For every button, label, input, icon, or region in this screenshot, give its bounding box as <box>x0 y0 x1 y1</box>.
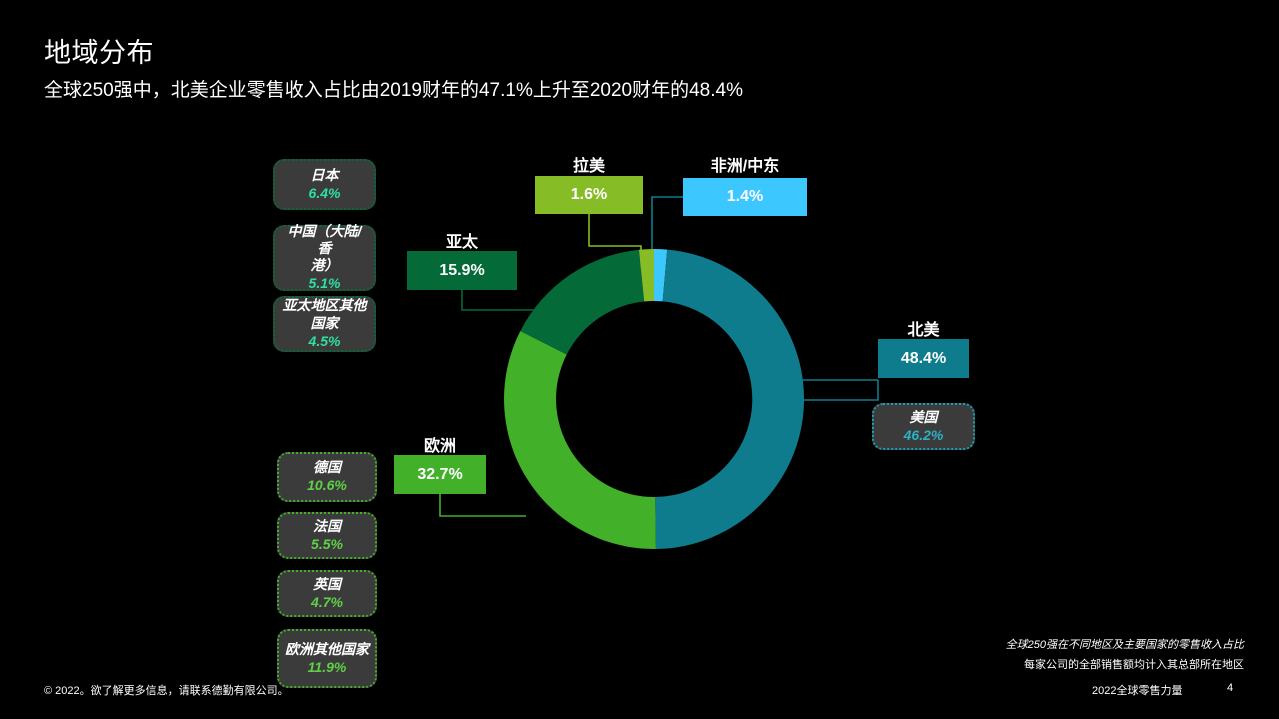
page-number: 4 <box>1227 682 1234 694</box>
callout-value-asia-pacific: 15.9% <box>407 251 517 290</box>
donut-slice-africa-middle-east <box>654 249 668 302</box>
page-title: 地域分布 <box>44 38 154 68</box>
subbox-japan: 日本 6.4% <box>273 159 376 210</box>
subbox-china-label-line1: 中国（大陆/香 <box>287 222 362 257</box>
callout-title-europe: 欧洲 <box>423 438 456 455</box>
donut-slice-north-america <box>655 249 805 549</box>
region-donut-chart <box>498 243 810 555</box>
callout-title-africa-middle-east: 非洲/中东 <box>710 158 780 175</box>
subbox-europe-other-value: 11.9% <box>307 658 347 675</box>
deck-name: 2022全球零售力量 <box>1092 685 1183 697</box>
subbox-china-label-line2: 港） <box>310 257 339 274</box>
callout-value-north-america: 48.4% <box>878 339 969 378</box>
callout-value-europe: 32.7% <box>394 455 486 494</box>
subbox-france-value: 5.5% <box>311 535 343 552</box>
subbox-uk-value: 4.7% <box>311 593 343 610</box>
subbox-uk: 英国 4.7% <box>277 570 377 617</box>
subbox-germany: 德国 10.6% <box>277 452 377 502</box>
callout-value-africa-middle-east: 1.4% <box>683 178 807 216</box>
subbox-china-value: 5.1% <box>308 275 341 292</box>
subbox-apac-other-label-line2: 国家 <box>310 314 339 331</box>
donut-svg <box>504 249 805 550</box>
subbox-france-label: 法国 <box>313 517 341 534</box>
subbox-usa: 美国 46.2% <box>872 403 975 450</box>
callout-title-latin-america: 拉美 <box>572 158 605 175</box>
subbox-europe-other-label: 欧洲其他国家 <box>285 640 369 657</box>
subbox-germany-value: 10.6% <box>307 477 347 494</box>
donut-slice-latin-america <box>638 249 654 302</box>
subbox-usa-label: 美国 <box>909 408 938 425</box>
callout-title-north-america: 北美 <box>907 322 940 339</box>
footnote-line-2: 每家公司的全部销售额均计入其总部所在地区 <box>1024 659 1244 671</box>
subbox-apac-other-label-line1: 亚太地区其他 <box>282 297 367 314</box>
subbox-japan-label: 日本 <box>310 166 339 183</box>
subbox-europe-other: 欧洲其他国家 11.9% <box>277 629 377 688</box>
subbox-usa-value: 46.2% <box>903 426 944 443</box>
subbox-apac-other-value: 4.5% <box>308 332 341 349</box>
copyright-text: © 2022。欲了解更多信息，请联系德勤有限公司。 <box>44 685 289 697</box>
subbox-germany-label: 德国 <box>313 459 341 476</box>
callout-title-asia-pacific: 亚太 <box>445 234 478 251</box>
donut-slice-asia-pacific <box>520 249 645 355</box>
subbox-apac-other: 亚太地区其他 国家 4.5% <box>273 296 376 352</box>
footnote-line-1: 全球250强在不同地区及主要国家的零售收入占比 <box>1005 639 1244 651</box>
subbox-japan-value: 6.4% <box>308 184 341 201</box>
subbox-uk-label: 英国 <box>313 575 341 592</box>
donut-slice-europe <box>504 330 656 550</box>
subbox-france: 法国 5.5% <box>277 512 377 559</box>
subbox-china: 中国（大陆/香 港） 5.1% <box>273 222 376 292</box>
page-subtitle: 全球250强中，北美企业零售收入占比由2019财年的47.1%上升至2020财年… <box>44 80 743 101</box>
callout-value-latin-america: 1.6% <box>535 176 643 214</box>
